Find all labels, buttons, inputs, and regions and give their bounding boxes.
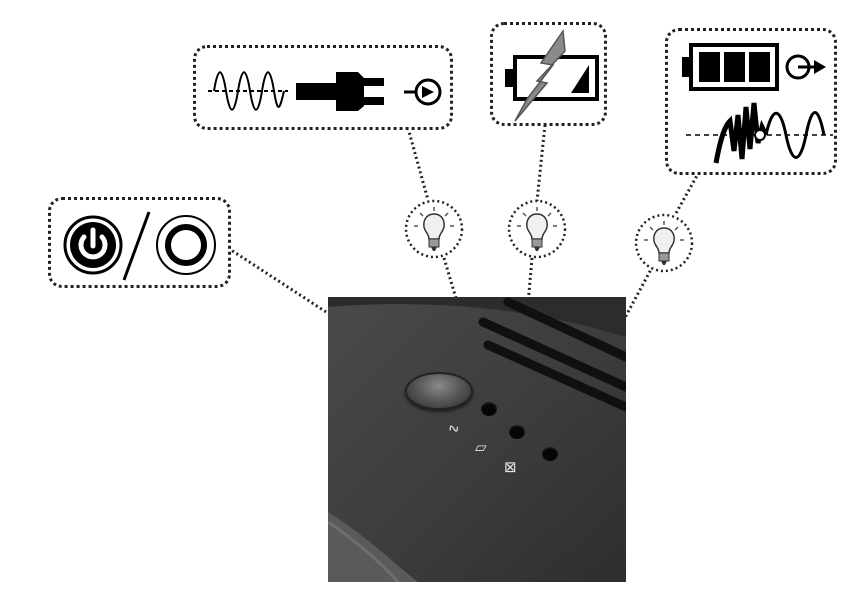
led-battery-fault bbox=[509, 425, 525, 439]
output-arrow-icon bbox=[404, 78, 442, 106]
leader-battery-fault-top bbox=[535, 124, 547, 202]
battery-fault-callout bbox=[490, 22, 607, 126]
battery-full-icon bbox=[682, 43, 779, 91]
distorted-wave-icon bbox=[686, 102, 833, 164]
sine-wave-icon bbox=[208, 71, 288, 111]
led-symbol-battery-mode: ⊠ bbox=[504, 458, 517, 476]
battery-fault-icon bbox=[505, 28, 599, 122]
bulb-icon bbox=[634, 213, 694, 273]
led-mains bbox=[481, 402, 497, 416]
mains-callout bbox=[193, 45, 453, 130]
slash-divider bbox=[122, 211, 151, 281]
leader-mains-top bbox=[406, 127, 430, 201]
power-plug-icon bbox=[296, 72, 384, 111]
output-arrow-icon bbox=[785, 54, 826, 80]
power-button bbox=[405, 372, 473, 410]
bulb-icon bbox=[404, 199, 464, 259]
bulb-icon bbox=[507, 199, 567, 259]
led-battery-mode bbox=[542, 447, 558, 461]
power-callout bbox=[48, 197, 231, 288]
power-off-icon bbox=[156, 215, 216, 275]
power-on-icon bbox=[63, 215, 123, 275]
battery-mode-callout bbox=[665, 28, 837, 175]
bulb-indicator-2 bbox=[507, 199, 567, 259]
led-symbol-battery-fault: ▱ bbox=[475, 438, 487, 456]
leader-battery-mode-top bbox=[673, 171, 701, 216]
bulb-indicator-1 bbox=[404, 199, 464, 259]
bulb-indicator-3 bbox=[634, 213, 694, 273]
vent-slots bbox=[478, 297, 626, 412]
ups-panel-photo: ∿ ▱ ⊠ bbox=[328, 297, 626, 582]
